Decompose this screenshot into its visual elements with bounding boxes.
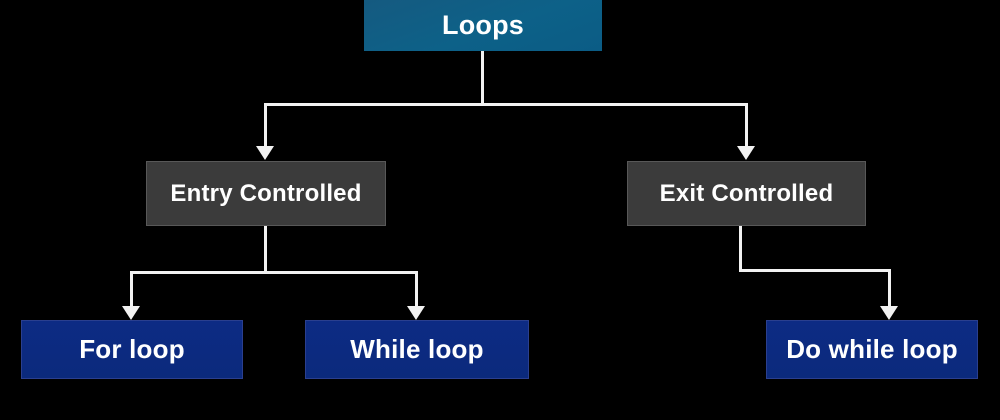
node-for-loop[interactable]: For loop: [21, 320, 243, 379]
node-exit-controlled[interactable]: Exit Controlled: [627, 161, 866, 226]
edge-exit-stem: [739, 225, 742, 272]
edge-entry-to-for-loop: [130, 271, 133, 307]
arrowhead-do-while-loop: [880, 306, 898, 320]
node-do-while-loop[interactable]: Do while loop: [766, 320, 978, 379]
edge-entry-stem: [264, 225, 267, 273]
edge-root-to-exit: [745, 103, 748, 147]
node-loops[interactable]: Loops: [364, 0, 602, 51]
node-entry-controlled[interactable]: Entry Controlled: [146, 161, 386, 226]
edge-root-stem: [481, 50, 484, 105]
arrowhead-while-loop: [407, 306, 425, 320]
arrowhead-exit-controlled: [737, 146, 755, 160]
arrowhead-for-loop: [122, 306, 140, 320]
edge-root-to-entry: [264, 103, 267, 147]
arrowhead-entry-controlled: [256, 146, 274, 160]
edge-exit-to-do-while-loop: [888, 269, 891, 307]
node-while-loop[interactable]: While loop: [305, 320, 529, 379]
edge-entry-bus: [130, 271, 418, 274]
edge-entry-to-while-loop: [415, 271, 418, 307]
edge-exit-bus: [739, 269, 891, 272]
edge-root-bus: [264, 103, 748, 106]
